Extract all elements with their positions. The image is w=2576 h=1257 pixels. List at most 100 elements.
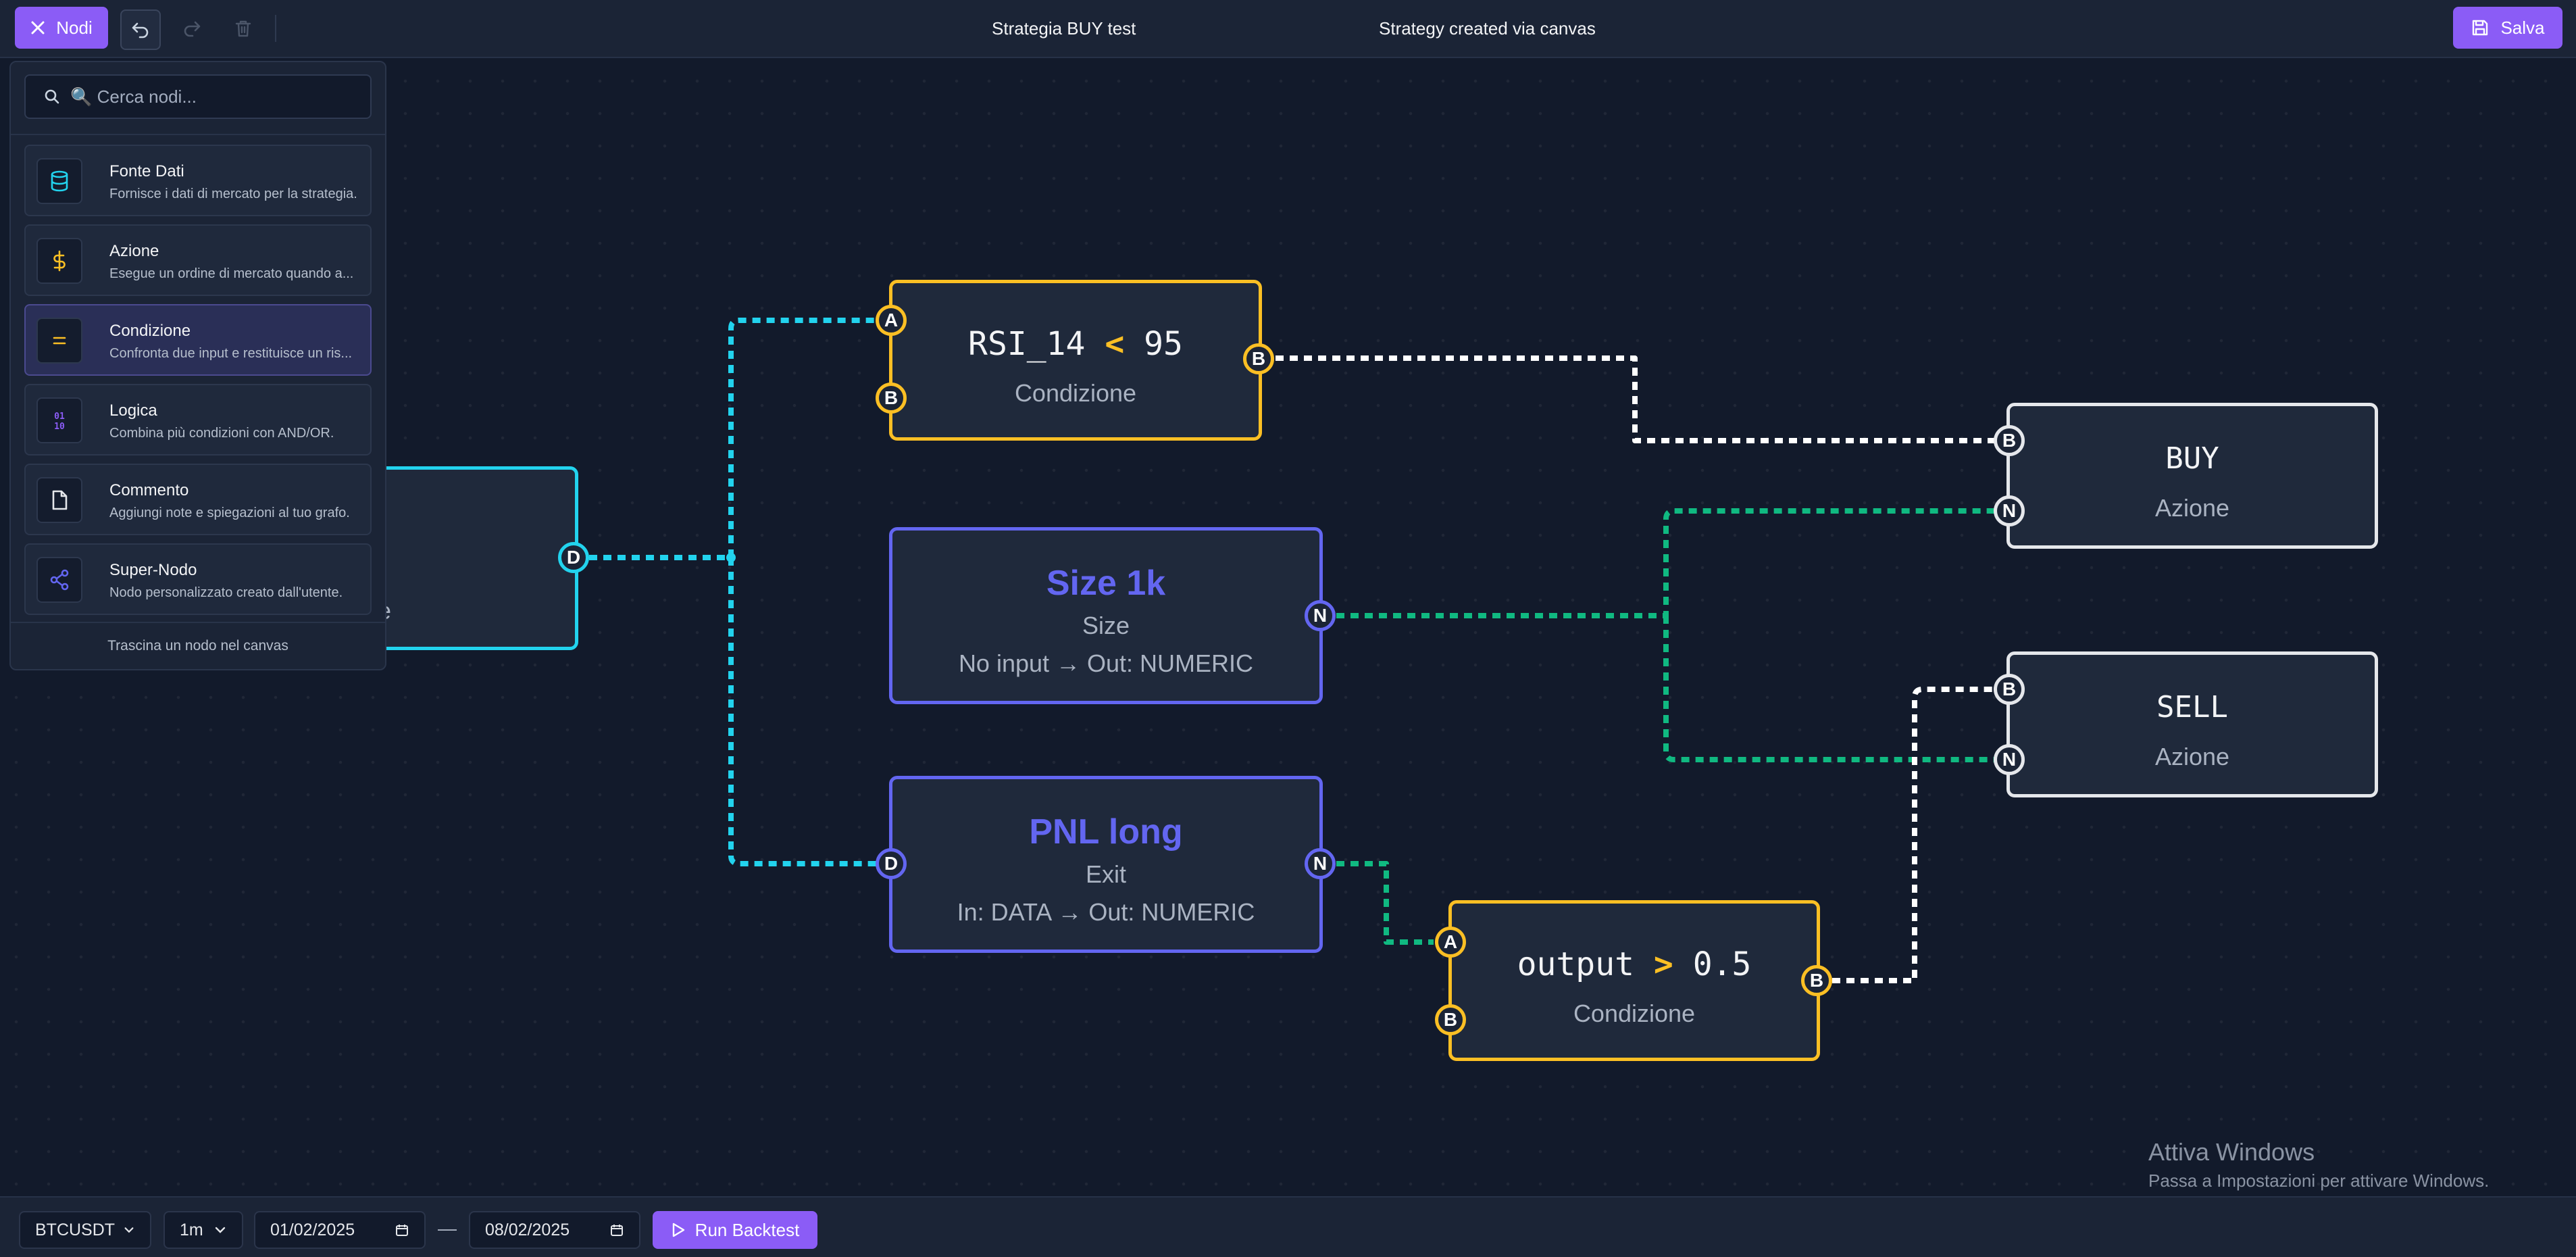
chevron-down-icon	[215, 1227, 226, 1233]
port-size-out[interactable]: N	[1305, 600, 1336, 631]
palette-item-name: Fonte Dati	[109, 162, 184, 180]
node-size[interactable]: Size 1k Size No input → Out: NUMERIC	[889, 527, 1323, 704]
edge-output-sell	[1832, 687, 1994, 983]
palette-item-name: Commento	[109, 481, 189, 499]
port-rsi-out[interactable]: B	[1243, 343, 1274, 374]
undo-icon	[132, 22, 149, 39]
toolbar-divider	[275, 15, 276, 42]
edge-data-rsi-a	[589, 318, 878, 560]
edge-junction	[726, 553, 736, 562]
svg-text:01: 01	[54, 412, 65, 422]
dollar-icon	[53, 250, 66, 272]
trash-icon	[235, 20, 251, 37]
port-output-b[interactable]: B	[1435, 1004, 1466, 1035]
palette-item-condizione[interactable]: Condizione Confronta due input e restitu…	[24, 304, 372, 376]
save-icon	[2473, 20, 2488, 36]
port-data-out[interactable]: D	[558, 542, 589, 573]
strategy-description[interactable]: Strategy created via canvas	[1379, 18, 1596, 39]
port-output-a[interactable]: A	[1435, 927, 1466, 958]
calendar-icon	[611, 1225, 623, 1236]
port-sell-b[interactable]: B	[1994, 674, 2025, 705]
port-rsi-b[interactable]: B	[876, 383, 907, 414]
toggle-nodes-button[interactable]: Nodi	[15, 7, 108, 49]
palette-item-name: Logica	[109, 401, 157, 420]
node-size-title: Size 1k	[1046, 564, 1166, 603]
edge-data-pnl-d	[728, 558, 878, 866]
node-output-type: Condizione	[1573, 1000, 1696, 1027]
port-rsi-a[interactable]: A	[876, 305, 907, 336]
calendar-icon	[396, 1225, 408, 1236]
edge-rsi-buy	[1276, 355, 1994, 443]
redo-button[interactable]	[173, 9, 211, 47]
redo-icon	[184, 21, 201, 37]
top-toolbar: Nodi Strategia BUY test Strategy created…	[0, 0, 2576, 58]
node-action-sell[interactable]: SELL Azione	[2006, 651, 2378, 797]
node-action-buy[interactable]: BUY Azione	[2006, 403, 2378, 549]
node-condition-rsi[interactable]: RSI_14 < 95 Condizione	[889, 280, 1262, 441]
date-to-input[interactable]: 08/02/2025	[469, 1211, 640, 1249]
node-rsi-type: Condizione	[1014, 379, 1137, 407]
delete-button[interactable]	[224, 9, 262, 47]
database-icon	[51, 170, 68, 192]
palette-divider	[11, 622, 385, 623]
palette-item-fonte-dati[interactable]: Fonte Dati Fornisce i dati di mercato pe…	[24, 145, 372, 216]
palette-item-description: Fornisce i dati di mercato per la strate…	[109, 187, 357, 201]
node-pnl-title: PNL long	[1029, 812, 1183, 852]
node-pnl[interactable]: PNL long Exit In: DATA → Out: NUMERIC	[889, 776, 1323, 953]
edge-size-buy-n	[1336, 508, 1994, 618]
palette-item-description: Esegue un ordine di mercato quando a...	[109, 266, 354, 281]
palette-item-description: Nodo personalizzato creato dall'utente.	[109, 585, 343, 600]
undo-button[interactable]	[120, 9, 161, 50]
palette-item-azione[interactable]: Azione Esegue un ordine di mercato quand…	[24, 224, 372, 296]
palette-item-description: Combina più condizioni con AND/OR.	[109, 426, 334, 441]
port-pnl-in[interactable]: D	[876, 848, 907, 879]
run-backtest-button[interactable]: Run Backtest	[653, 1211, 817, 1249]
search-icon	[45, 89, 59, 104]
port-sell-n[interactable]: N	[1994, 744, 2025, 775]
palette-item-name: Azione	[109, 242, 159, 260]
port-buy-n[interactable]: N	[1994, 495, 2025, 526]
backtest-bar: BTCUSDT 1m 01/02/2025 — 08/02/2025 Run B…	[0, 1196, 2576, 1257]
palette-item-description: Confronta due input e restituisce un ris…	[109, 346, 353, 361]
palette-item-commento[interactable]: Commento Aggiungi note e spiegazioni al …	[24, 464, 372, 535]
palette-item-name: Super-Nodo	[109, 561, 197, 579]
node-search-input[interactable]	[69, 85, 369, 108]
node-size-type: Size	[1082, 612, 1130, 639]
node-palette: Fonte Dati Fornisce i dati di mercato pe…	[9, 61, 386, 670]
timeframe-select[interactable]: 1m	[163, 1211, 243, 1249]
equals-icon	[53, 337, 66, 345]
node-condition-output[interactable]: output > 0.5 Condizione	[1448, 900, 1820, 1061]
date-from-input[interactable]: 01/02/2025	[254, 1211, 426, 1249]
strategy-name[interactable]: Strategia BUY test	[992, 18, 1136, 39]
port-pnl-out[interactable]: N	[1305, 848, 1336, 879]
share-icon	[50, 569, 69, 591]
save-button[interactable]: Salva	[2453, 7, 2562, 49]
palette-item-description: Aggiungi note e spiegazioni al tuo grafo…	[109, 506, 350, 520]
edge-size-sell-n	[1663, 616, 1994, 762]
node-sell-title: SELL	[2156, 690, 2228, 724]
chevron-down-icon	[124, 1227, 134, 1233]
edge-pnl-output	[1336, 861, 1434, 945]
palette-item-name: Condizione	[109, 322, 191, 340]
close-icon	[31, 21, 45, 34]
node-pnl-io: In: DATA → Out: NUMERIC	[957, 898, 1255, 926]
port-buy-b[interactable]: B	[1994, 425, 2025, 456]
node-pnl-type: Exit	[1085, 860, 1126, 888]
port-output-out[interactable]: B	[1801, 965, 1832, 996]
windows-activation-title: Attiva Windows	[2148, 1138, 2315, 1166]
symbol-select[interactable]: BTCUSDT	[19, 1211, 151, 1249]
palette-item-super-nodo[interactable]: Super-Nodo Nodo personalizzato creato da…	[24, 543, 372, 615]
svg-text:10: 10	[54, 422, 65, 432]
windows-activation-subtitle: Passa a Impostazioni per attivare Window…	[2148, 1170, 2490, 1191]
palette-hint: Trascina un nodo nel canvas	[107, 638, 288, 654]
node-output-expression: output > 0.5	[1517, 945, 1752, 983]
palette-divider	[11, 134, 385, 135]
node-search[interactable]	[24, 74, 372, 119]
node-size-io: No input → Out: NUMERIC	[958, 649, 1254, 677]
node-buy-title: BUY	[2165, 441, 2219, 476]
file-icon	[52, 490, 68, 510]
date-separator: —	[438, 1218, 457, 1239]
